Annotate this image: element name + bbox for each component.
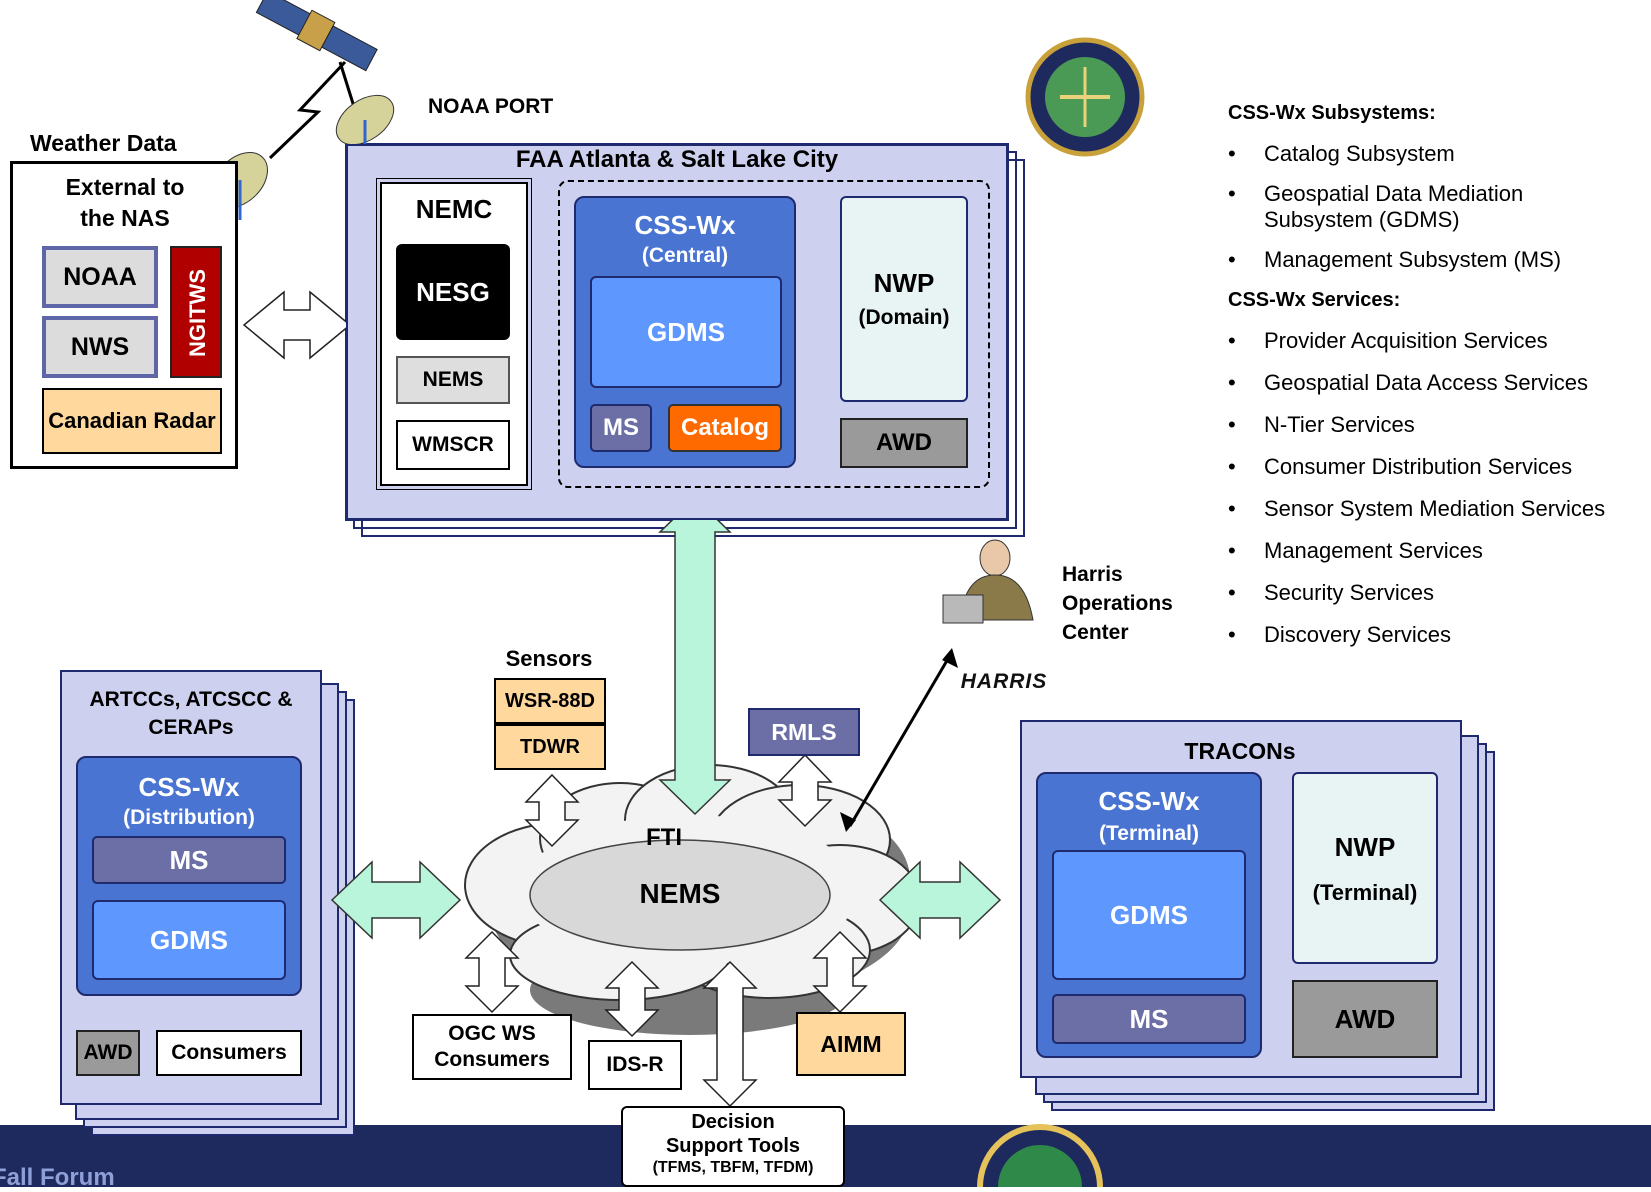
faa-seal-top — [1025, 37, 1145, 157]
dish-icon-noaa-port — [335, 94, 395, 152]
nwp-domain-box — [840, 196, 968, 402]
service-item: •Security Services — [1228, 580, 1434, 605]
gdms-dist-box: GDMS — [92, 900, 286, 980]
noaa-port-label: NOAA PORT — [428, 95, 554, 118]
wsr88d-box: WSR-88D — [494, 678, 606, 724]
sensors-label: Sensors — [505, 646, 593, 671]
awd-term-box: AWD — [1292, 980, 1438, 1058]
wmscr-box: WMSCR — [396, 420, 510, 470]
csswx-term-title: CSS-Wx — [1098, 786, 1200, 816]
dst-sub: (TFMS, TBFM, TFDM) — [652, 1159, 814, 1176]
service-item: •Management Services — [1228, 538, 1483, 563]
nws-box: NWS — [42, 316, 158, 378]
nwp-domain-sub: (Domain) — [858, 306, 950, 329]
operator-figure — [942, 539, 1034, 624]
satellite-link — [268, 60, 347, 160]
tdwr-box: TDWR — [494, 724, 606, 770]
faa-center-title: FAA Atlanta & Salt Lake City — [515, 146, 839, 173]
canadian-radar-box: Canadian Radar — [42, 388, 222, 454]
nwp-term-box — [1292, 772, 1438, 964]
harris-logo: HARRIS — [960, 670, 1048, 693]
csswx-central-sub: (Central) — [641, 244, 729, 267]
gdms-central-box: GDMS — [590, 276, 782, 388]
service-item: •Provider Acquisition Services — [1228, 328, 1548, 353]
nwp-term-label: NWP — [1334, 832, 1396, 862]
service-item: •Discovery Services — [1228, 622, 1452, 647]
csswx-dist-sub: (Distribution) — [123, 806, 255, 829]
nemc-label: NEMC — [415, 194, 493, 224]
service-item: •Sensor System Mediation Services — [1228, 496, 1606, 521]
ogc-box: OGC WS Consumers — [412, 1014, 572, 1080]
aimm-box: AIMM — [796, 1012, 906, 1076]
ms-dist-box: MS — [92, 836, 286, 884]
nems-cloud-label: NEMS — [639, 878, 721, 909]
nwp-term-sub: (Terminal) — [1312, 880, 1418, 905]
csswx-dist-title: CSS-Wx — [138, 772, 240, 802]
services-heading: CSS-Wx Services: — [1228, 289, 1401, 311]
noaa-box: NOAA — [42, 246, 158, 308]
subsystem-item: •Geospatial Data Mediation Subsystem (GD… — [1228, 181, 1524, 232]
awd-dist-box: AWD — [76, 1030, 140, 1076]
dst-box: Decision Support Tools (TFMS, TBFM, TFDM… — [621, 1106, 845, 1187]
ms-central-box: MS — [590, 404, 652, 452]
csswx-dashed-region — [558, 180, 990, 488]
harris-ops-label: Harris Operations Center — [1062, 563, 1173, 644]
awd-central-box: AWD — [840, 418, 968, 468]
subsystem-item: •Catalog Subsystem — [1228, 141, 1455, 166]
service-item: •Geospatial Data Access Services — [1228, 370, 1589, 395]
nems-box: NEMS — [396, 356, 510, 404]
green-arrows — [330, 496, 1002, 940]
ms-term-box: MS — [1052, 994, 1246, 1044]
ngitws-box: NGITWS — [170, 246, 222, 378]
nwp-domain-label: NWP — [873, 268, 935, 298]
csswx-term-sub: (Terminal) — [1099, 822, 1199, 845]
subsystems-heading: CSS-Wx Subsystems: — [1228, 102, 1436, 124]
tracon-title: TRACONs — [1184, 738, 1296, 764]
subsystems-list: CSS-Wx Subsystems: •Catalog Subsystem •G… — [1228, 102, 1648, 664]
nems-cloud-inner — [529, 839, 831, 951]
artcc-title: ARTCCs, ATCSCC & CERAPs — [89, 688, 293, 739]
footer-left-text: Fall Forum — [0, 1164, 115, 1191]
nesg-box: NESG — [396, 244, 510, 340]
catalog-box: Catalog — [668, 404, 782, 452]
subsystem-item: •Management Subsystem (MS) — [1228, 247, 1562, 272]
faa-seal-bottom — [977, 1124, 1103, 1187]
service-item: •N-Tier Services — [1228, 412, 1415, 437]
satellite-icon — [255, 0, 378, 72]
gdms-term-box: GDMS — [1052, 850, 1246, 980]
dst-title: Decision Support Tools — [665, 1111, 801, 1157]
harris-link — [848, 651, 954, 827]
external-title: External to the NAS — [65, 174, 185, 231]
rmls-box: RMLS — [748, 708, 860, 756]
service-item: •Consumer Distribution Services — [1228, 454, 1573, 479]
csswx-central-title: CSS-Wx — [634, 210, 736, 240]
weather-data-label: Weather Data — [30, 130, 177, 156]
consumers-box: Consumers — [156, 1030, 302, 1076]
ngitws-label: NGITWS — [185, 269, 210, 357]
fti-label: FTI — [646, 824, 682, 851]
idsr-box: IDS-R — [588, 1040, 682, 1090]
